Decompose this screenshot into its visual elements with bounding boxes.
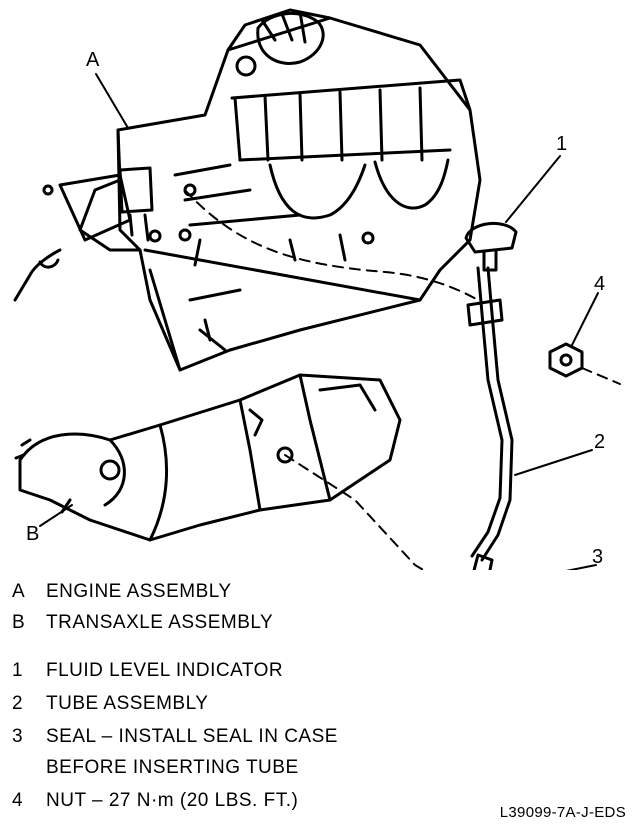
- legend-item-3: 3 SEAL – INSTALL SEAL IN CASE BEFORE INSE…: [12, 726, 338, 779]
- legend-key: A: [12, 581, 26, 602]
- callout-a: A: [86, 49, 100, 71]
- engine-assembly-drawing: [13, 8, 482, 372]
- legend-item-2: 2 TUBE ASSEMBLY: [12, 693, 208, 715]
- legend-text: TRANSAXLE ASSEMBLY: [46, 612, 274, 633]
- transaxle-assembly-drawing: [14, 373, 402, 542]
- callout-4: 4: [594, 273, 606, 295]
- legend-key: 4: [12, 790, 24, 811]
- callout-leaders: [39, 73, 599, 570]
- tube-assembly-drawing: [466, 266, 514, 570]
- fluid-level-indicator-drawing: [464, 221, 518, 272]
- legend-text: ENGINE ASSEMBLY: [46, 581, 232, 602]
- legend-text: FLUID LEVEL INDICATOR: [46, 660, 284, 681]
- callout-b: B: [26, 523, 40, 545]
- figure-id: L39099-7A-J-EDS: [499, 804, 626, 821]
- legend-text: SEAL – INSTALL SEAL IN CASE: [46, 726, 338, 747]
- callout-1: 1: [556, 133, 568, 155]
- legend-text: TUBE ASSEMBLY: [46, 693, 209, 714]
- legend-item-4: 4 NUT – 27 N·m (20 LBS. FT.): [12, 790, 298, 812]
- dashed-routing-lines: [184, 189, 621, 570]
- callout-2: 2: [594, 431, 606, 453]
- legend-item-a: A ENGINE ASSEMBLY: [12, 581, 232, 603]
- callout-3: 3: [592, 546, 604, 568]
- legend-item-b: B TRANSAXLE ASSEMBLY: [12, 612, 273, 634]
- legend-key: 2: [12, 693, 24, 714]
- nut-drawing: [548, 342, 584, 378]
- legend-key: 3: [12, 726, 24, 747]
- legend-text-continued: BEFORE INSERTING TUBE: [46, 757, 299, 778]
- legend-text: NUT – 27 N·m (20 LBS. FT.): [46, 790, 299, 811]
- legend-key: B: [12, 612, 26, 633]
- legend-item-1: 1 FLUID LEVEL INDICATOR: [12, 660, 283, 682]
- engine-diagram: [13, 8, 621, 570]
- legend-key: 1: [12, 660, 24, 681]
